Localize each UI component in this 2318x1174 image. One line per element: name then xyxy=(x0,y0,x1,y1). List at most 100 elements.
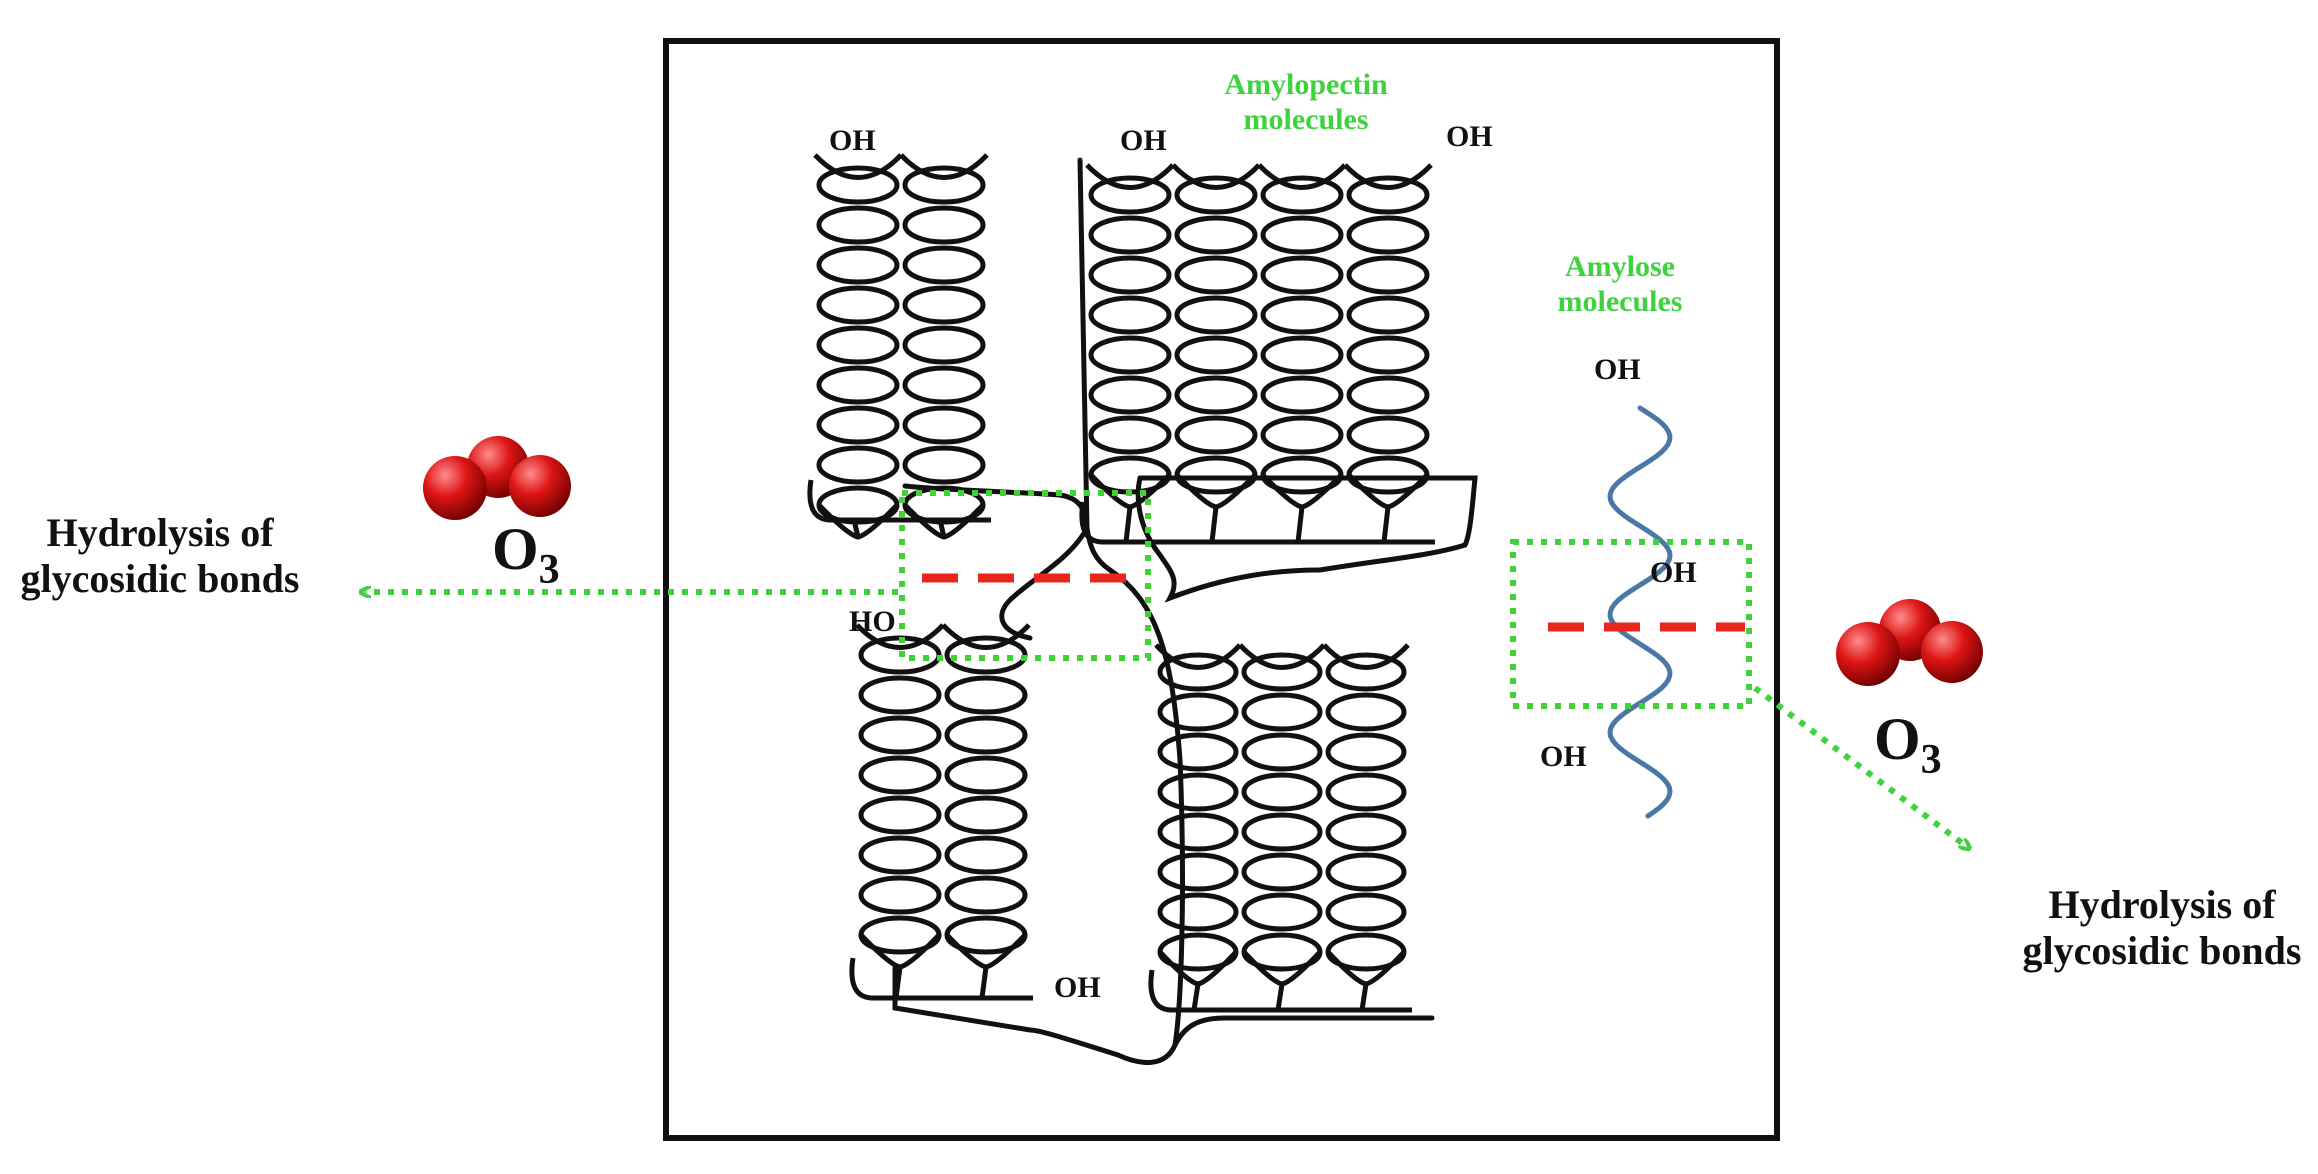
glucose-unit xyxy=(1325,772,1407,812)
glucose-unit xyxy=(1088,335,1172,375)
glucose-unit xyxy=(1241,772,1323,812)
glucose-unit xyxy=(944,635,1028,675)
ozone-molecule-icon xyxy=(423,436,571,520)
glucose-unit-cap xyxy=(1343,163,1433,190)
branch-base-chain xyxy=(807,479,991,523)
glycosidic-linkage xyxy=(1326,950,1406,1011)
glucose-unit xyxy=(944,835,1028,875)
glucose-unit xyxy=(1174,375,1258,415)
glycosidic-linkage xyxy=(1242,950,1322,1011)
glucose-unit xyxy=(944,875,1028,915)
glucose-unit-cap xyxy=(899,153,989,180)
glucose-unit xyxy=(1157,692,1239,732)
amylopectin-branch-cluster xyxy=(1148,643,1412,1013)
glucose-unit xyxy=(1346,415,1430,455)
glucose-unit xyxy=(858,755,942,795)
glucose-unit xyxy=(1157,732,1239,772)
branch-base-chain xyxy=(1148,969,1412,1013)
glycosidic-linkage xyxy=(1158,950,1238,1011)
glucose-unit xyxy=(1241,692,1323,732)
glucose-unit xyxy=(1346,375,1430,415)
glucose-unit xyxy=(858,795,942,835)
glucose-unit-cap xyxy=(1257,163,1347,190)
glycosidic-linkage xyxy=(1261,473,1343,543)
ozone-molecule-icon xyxy=(1836,599,1983,686)
glucose-unit xyxy=(1241,812,1323,852)
hydroxyl-label: OH xyxy=(1446,120,1493,153)
glucose-unit xyxy=(858,715,942,755)
amylose-reaction-zone xyxy=(1510,539,1752,709)
glucose-unit xyxy=(1241,652,1323,692)
glucose-unit xyxy=(1346,255,1430,295)
amylopectin-branch-cluster xyxy=(849,623,1033,1001)
branch-base-chain xyxy=(849,957,1033,1001)
glucose-unit xyxy=(816,285,900,325)
hydroxyl-label: OH xyxy=(1594,353,1641,386)
glucose-unit-cap xyxy=(813,153,903,180)
glucose-unit-cap xyxy=(1171,163,1261,190)
glucose-unit xyxy=(944,675,1028,715)
glucose-unit xyxy=(1157,652,1239,692)
glucose-unit xyxy=(1174,295,1258,335)
hydroxyl-label: OH xyxy=(1054,971,1101,1004)
glucose-unit xyxy=(1088,375,1172,415)
dotted-arrow-icon xyxy=(1753,685,1966,846)
glucose-unit xyxy=(1346,335,1430,375)
amylose-label: Amylose molecules xyxy=(1557,250,1683,318)
glucose-unit xyxy=(1088,415,1172,455)
glucose-unit xyxy=(816,325,900,365)
glucose-unit xyxy=(1260,175,1344,215)
glucose-unit xyxy=(1325,732,1407,772)
hydroxyl-label: HO xyxy=(849,605,896,638)
hydroxyl-label: OH xyxy=(1120,124,1167,157)
amylopectin-label: Amylopectin molecules xyxy=(1224,68,1388,136)
amylose-helix-chain xyxy=(1607,405,1673,819)
glucose-unit xyxy=(944,795,1028,835)
glucose-unit xyxy=(1260,415,1344,455)
ozone-formula: O3 xyxy=(492,516,560,593)
hydroxyl-label: OH xyxy=(1650,556,1697,589)
glucose-unit xyxy=(1325,692,1407,732)
amylopectin-reaction-zone xyxy=(899,490,1151,661)
glucose-unit xyxy=(902,405,986,445)
glucose-unit xyxy=(816,365,900,405)
glucose-unit-cap xyxy=(1085,163,1175,190)
hydroxyl-label: OH xyxy=(1540,740,1587,773)
glucose-unit xyxy=(858,835,942,875)
glucose-unit xyxy=(858,875,942,915)
glucose-unit xyxy=(1088,255,1172,295)
glucose-unit xyxy=(816,205,900,245)
branch-base-chain xyxy=(1079,501,1435,545)
glucose-unit xyxy=(1260,215,1344,255)
amylopectin-branch-cluster xyxy=(807,153,991,540)
glucose-unit xyxy=(816,165,900,205)
glucose-unit xyxy=(1260,335,1344,375)
glucose-unit xyxy=(1157,892,1239,932)
glucose-unit-cap xyxy=(1238,643,1326,670)
glucose-unit xyxy=(902,285,986,325)
glucose-unit xyxy=(1088,215,1172,255)
glucose-unit xyxy=(902,165,986,205)
glycosidic-linkage xyxy=(1089,473,1171,543)
hydrolysis-caption: Hydrolysis of glycosidic bonds xyxy=(2022,882,2302,973)
glucose-unit xyxy=(1325,652,1407,692)
glucose-unit xyxy=(816,445,900,485)
glycosidic-linkage xyxy=(1175,473,1257,543)
glucose-unit-cap xyxy=(1322,643,1410,670)
glucose-unit xyxy=(1346,175,1430,215)
hydrolysis-caption: Hydrolysis of glycosidic bonds xyxy=(20,510,300,601)
glucose-unit xyxy=(1174,335,1258,375)
glucose-unit xyxy=(816,405,900,445)
amylopectin-lattices xyxy=(807,153,1435,1013)
glucose-unit xyxy=(1157,772,1239,812)
glucose-unit xyxy=(902,365,986,405)
glucose-unit xyxy=(1325,852,1407,892)
glucose-unit xyxy=(1260,255,1344,295)
glucose-unit xyxy=(816,245,900,285)
glucose-unit xyxy=(1260,375,1344,415)
glucose-unit xyxy=(1157,852,1239,892)
glucose-unit xyxy=(1241,732,1323,772)
glucose-unit xyxy=(1174,215,1258,255)
